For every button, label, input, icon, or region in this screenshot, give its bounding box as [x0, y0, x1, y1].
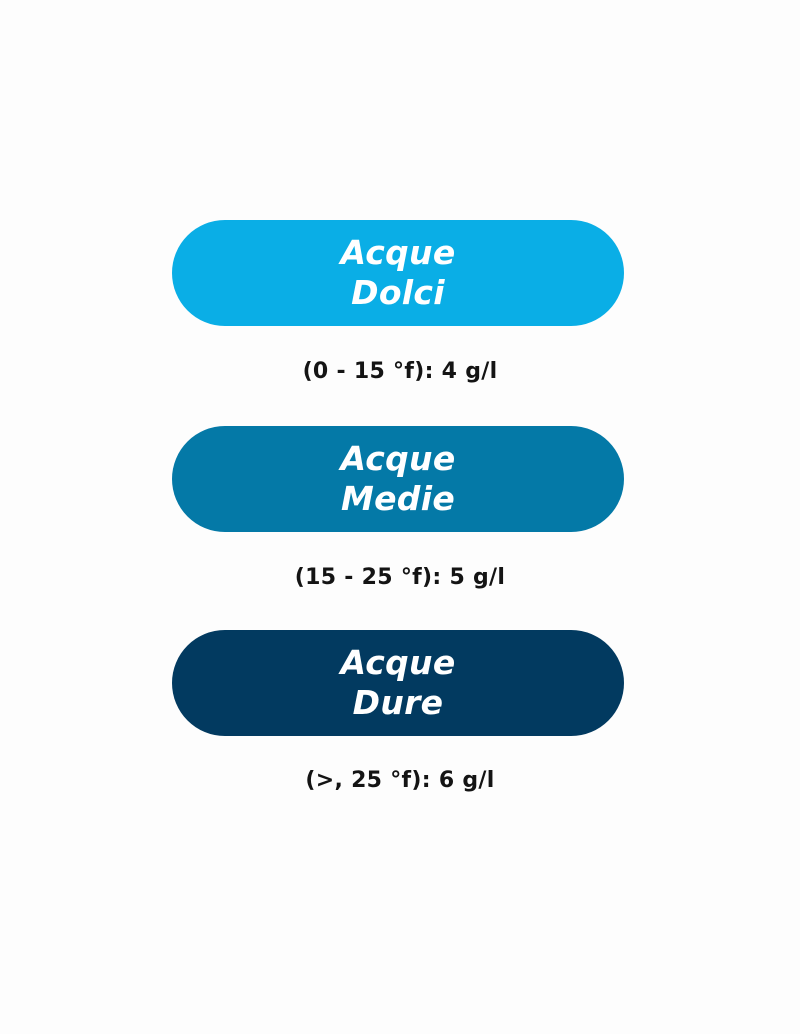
- hard-water-label: Acque Dure: [172, 630, 624, 736]
- hard-water-title-line1: Acque: [340, 643, 456, 682]
- medium-water-title-line1: Acque: [340, 439, 456, 478]
- hard-water-dose: (>, 25 °f): 6 g/l: [305, 768, 495, 793]
- soft-water-dose: (0 - 15 °f): 4 g/l: [302, 359, 498, 384]
- medium-water-dose: (15 - 25 °f): 5 g/l: [294, 565, 506, 590]
- soft-water-label: Acque Dolci: [172, 220, 624, 326]
- soft-water-title-line1: Acque: [340, 233, 456, 272]
- medium-water-title-line2: Medie: [340, 479, 456, 518]
- medium-water-label: Acque Medie: [172, 426, 624, 532]
- hard-water-title-line2: Dure: [352, 683, 444, 722]
- soft-water-title-line2: Dolci: [351, 273, 445, 312]
